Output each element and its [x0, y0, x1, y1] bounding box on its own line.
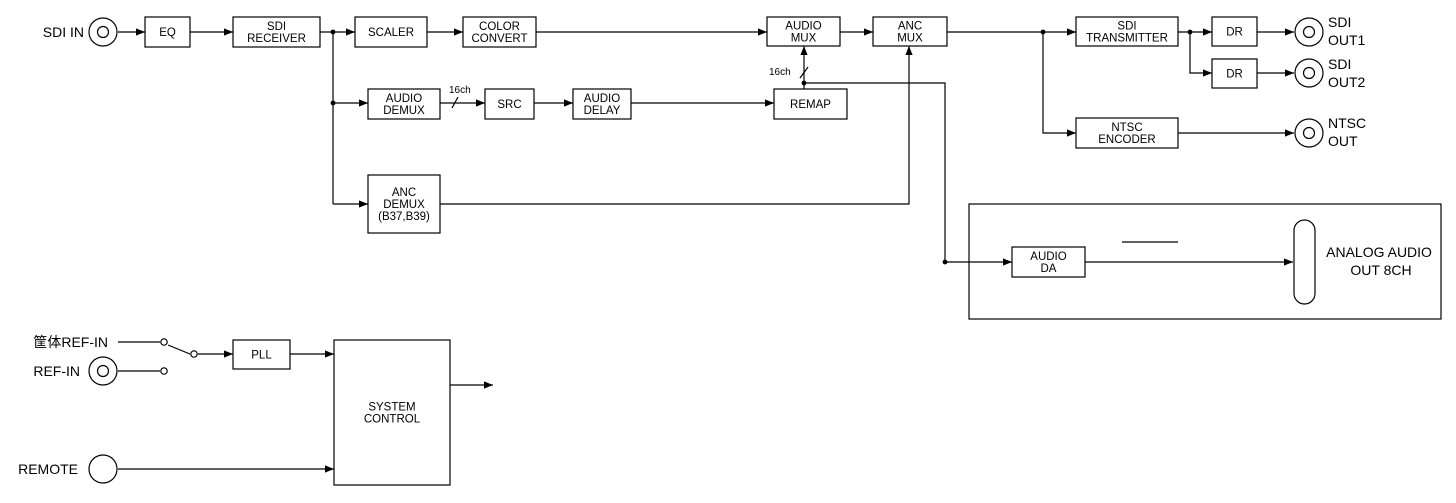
- ref-switch: [160, 338, 198, 375]
- src-label: SRC: [497, 99, 521, 111]
- junction-dots: [330, 29, 1193, 265]
- sdi-out1-connector: [1294, 17, 1324, 47]
- analog-audio-section: [968, 203, 1442, 320]
- src-block: SRC: [484, 88, 535, 120]
- remote-label: REMOTE: [18, 461, 78, 477]
- sdi-out2-connector: [1294, 58, 1324, 88]
- sdi-out1-label: SDI OUT1: [1328, 14, 1366, 48]
- scaler-block: SCALER: [354, 16, 428, 48]
- channel-count-label: 16ch: [449, 85, 471, 96]
- dr2-label: DR: [1226, 69, 1243, 81]
- pll-label: PLL: [251, 350, 272, 362]
- eq-label: EQ: [159, 27, 176, 39]
- analog-audio-connector: [1293, 219, 1316, 305]
- sdi-out2-label: SDI OUT2: [1328, 56, 1366, 90]
- remap-label: REMAP: [790, 99, 831, 111]
- dr1-label: DR: [1226, 27, 1243, 39]
- dr2-block: DR: [1211, 58, 1258, 89]
- remap-block: REMAP: [773, 88, 848, 120]
- sdi-in-label: SDI IN: [43, 24, 84, 40]
- pll-block: PLL: [232, 339, 291, 370]
- sdi-in-connector: [88, 17, 118, 47]
- ntsc-out-connector: [1294, 118, 1324, 148]
- signal-wires: [118, 28, 1294, 473]
- ntsc-out-label: NTSC OUT: [1328, 115, 1370, 149]
- frame-ref-in-label: 筐体REF-IN: [33, 334, 108, 350]
- remote-connector: [88, 454, 118, 484]
- analog-audio-out-label: ANALOG AUDIO OUT 8CH: [1326, 244, 1436, 278]
- dr1-block: DR: [1211, 16, 1258, 47]
- channel-count-label: 16ch: [769, 67, 791, 78]
- ref-in-label: REF-IN: [33, 363, 80, 379]
- ref-in-connector: [88, 356, 118, 386]
- eq-block: EQ: [144, 16, 191, 48]
- scaler-label: SCALER: [368, 27, 414, 39]
